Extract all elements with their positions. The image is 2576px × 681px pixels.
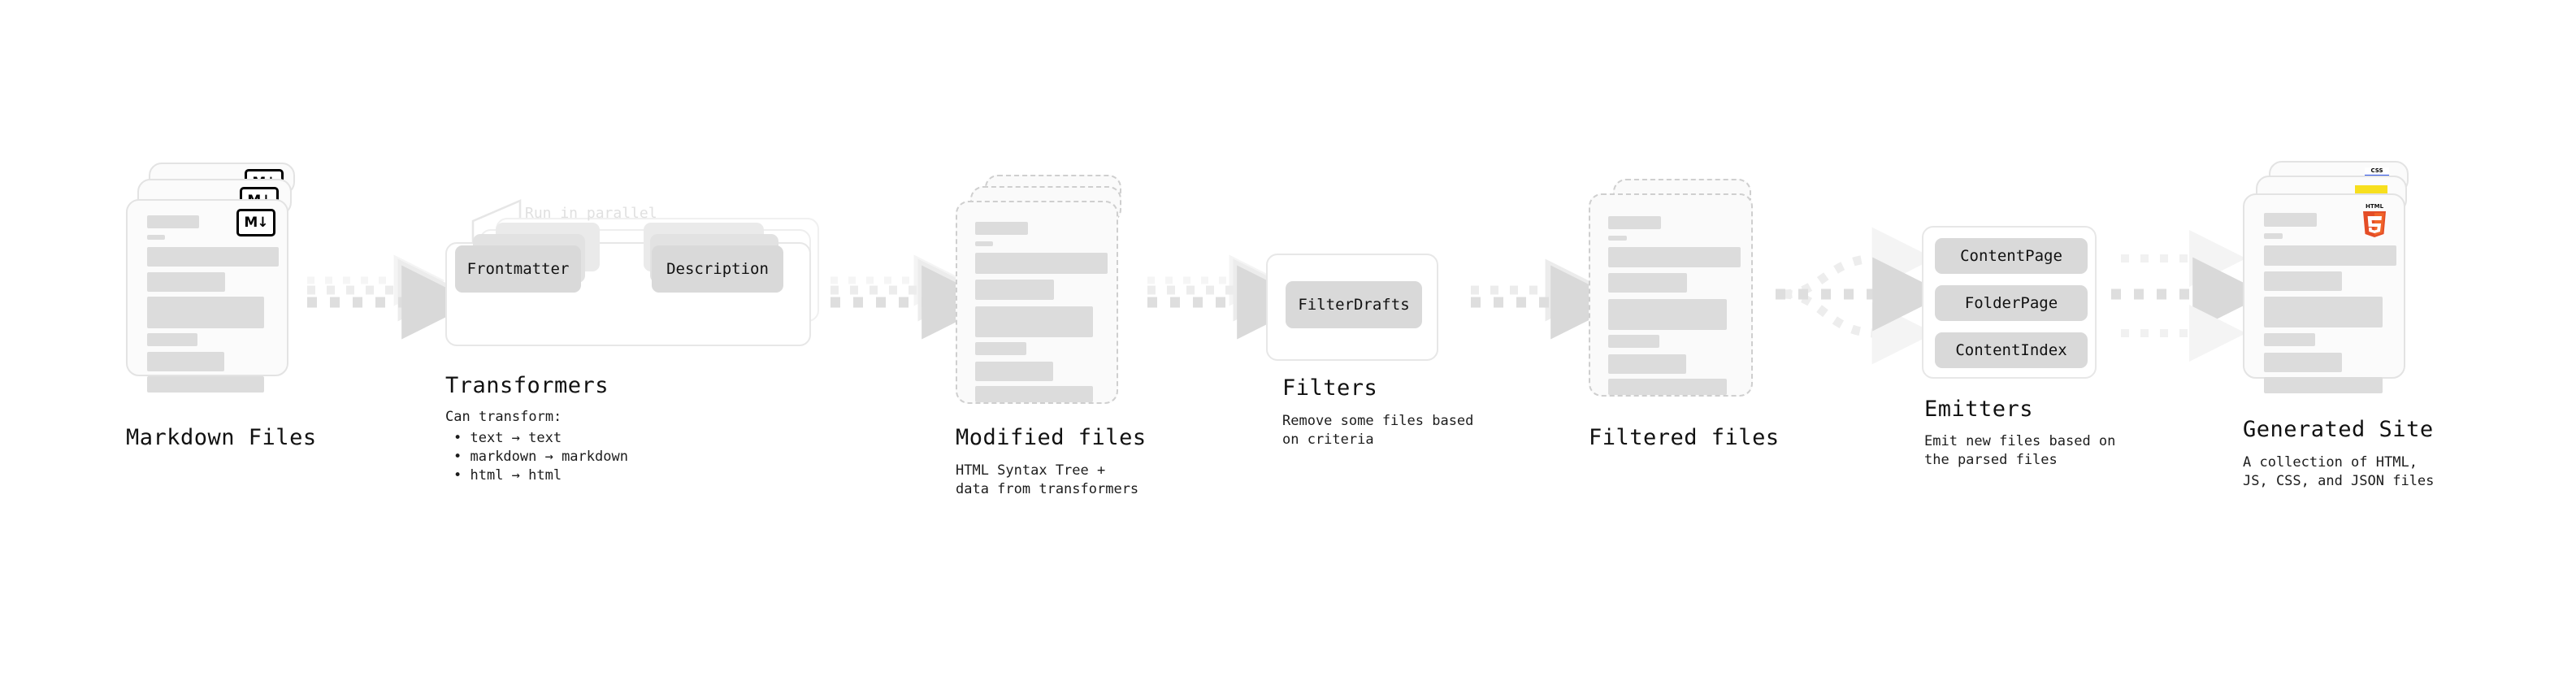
pill-contentpage[interactable]: ContentPage	[1935, 238, 2088, 274]
skeleton-line	[147, 247, 279, 267]
connector-filters-to-filtered	[1471, 258, 1625, 340]
skeleton-line	[1608, 379, 1727, 395]
caption-modified-files: Modified files	[956, 425, 1147, 450]
skeleton-line	[2264, 245, 2396, 266]
transformer-box-front: Frontmatter Description	[445, 223, 811, 346]
skeleton-line	[147, 352, 224, 371]
pill-frontmatter[interactable]: Frontmatter	[455, 245, 581, 293]
caption-filtered-files: Filtered files	[1589, 425, 1780, 450]
connector-md-to-transformers	[307, 254, 476, 340]
skeleton-line	[147, 297, 264, 328]
connector-filtered-to-emitters	[1776, 227, 1947, 365]
skeleton-line	[2264, 333, 2315, 346]
skeleton-line	[1608, 354, 1686, 374]
caption-modified-files-sub: HTML Syntax Tree + data from transformer…	[956, 462, 1139, 497]
skeleton-line	[2264, 377, 2383, 393]
pill-folderpage[interactable]: FolderPage	[1935, 285, 2088, 321]
skeleton-line	[1608, 335, 1659, 348]
skeleton-line	[975, 306, 1093, 337]
bullet-item: • markdown → markdown	[453, 449, 628, 465]
skeleton-line	[2264, 213, 2317, 227]
caption-emitters-sub: Emit new files based on the parsed files	[1924, 433, 2116, 468]
skeleton-line	[975, 280, 1054, 300]
caption-generated-site-sub: A collection of HTML, JS, CSS, and JSON …	[2243, 454, 2435, 489]
pill-contentindex[interactable]: ContentIndex	[1935, 332, 2088, 368]
stage-modified-files	[956, 175, 1130, 435]
skeleton-line	[2264, 271, 2342, 291]
stage-filters: FilterDrafts	[1266, 254, 1438, 361]
stage-filtered-files	[1589, 179, 1763, 439]
skeleton-line	[2264, 353, 2342, 372]
bullet-item: • html → html	[453, 467, 562, 484]
skeleton-line	[1608, 236, 1627, 241]
skeleton-line	[975, 222, 1028, 235]
skeleton-line	[975, 241, 993, 246]
transform-bullet-list: • text → text • markdown → markdown • ht…	[453, 429, 628, 485]
html5-icon: HTML	[2358, 202, 2391, 239]
caption-markdown-files: Markdown Files	[126, 425, 317, 450]
skeleton-line	[147, 376, 264, 393]
skeleton-line	[1608, 273, 1687, 293]
pill-filterdrafts[interactable]: FilterDrafts	[1286, 281, 1422, 328]
skeleton-line	[147, 235, 165, 240]
stage-transformers: Frontmatter Description	[445, 218, 827, 364]
skeleton-line	[2264, 233, 2283, 239]
skeleton-line	[147, 333, 197, 346]
doc-card-front	[956, 201, 1118, 404]
connector-transformers-to-modified	[830, 254, 996, 340]
doc-card-front: M↓	[126, 199, 288, 393]
skeleton-line	[1608, 216, 1661, 229]
filters-box: FilterDrafts	[1266, 254, 1438, 361]
stage-markdown-files: M↓ M↓ M↓	[126, 163, 301, 423]
caption-emitters: Emitters	[1924, 397, 2034, 422]
emitters-box: ContentPage FolderPage ContentIndex	[1922, 226, 2097, 379]
pill-description[interactable]: Description	[652, 245, 783, 293]
svg-text:HTML: HTML	[2366, 203, 2384, 210]
caption-transformers: Transformers	[445, 373, 609, 398]
caption-transformers-sub: Can transform:	[445, 409, 562, 425]
skeleton-line	[147, 272, 225, 292]
markdown-icon: M↓	[236, 209, 275, 236]
connector-emitters-to-site	[2111, 230, 2267, 362]
label-run-in-parallel: Run in parallel	[525, 205, 657, 222]
connector-modified-to-filters	[1147, 254, 1312, 340]
caption-generated-site: Generated Site	[2243, 417, 2434, 442]
bullet-item: • text → text	[453, 430, 562, 446]
skeleton-line	[975, 253, 1108, 274]
doc-card-front: HTML	[2243, 193, 2405, 393]
skeleton-line	[975, 386, 1093, 402]
skeleton-line	[2264, 297, 2383, 327]
skeleton-line	[147, 215, 199, 228]
skeleton-line	[1608, 299, 1727, 330]
caption-filters: Filters	[1282, 375, 1378, 401]
doc-card-front	[1589, 193, 1753, 397]
skeleton-line	[975, 342, 1026, 355]
stage-emitters: ContentPage FolderPage ContentIndex	[1922, 226, 2097, 379]
caption-filters-sub: Remove some files based on criteria	[1282, 413, 1474, 448]
skeleton-line	[1608, 247, 1741, 267]
skeleton-line	[975, 362, 1053, 381]
stage-generated-site: CSS HTML	[2243, 161, 2430, 429]
